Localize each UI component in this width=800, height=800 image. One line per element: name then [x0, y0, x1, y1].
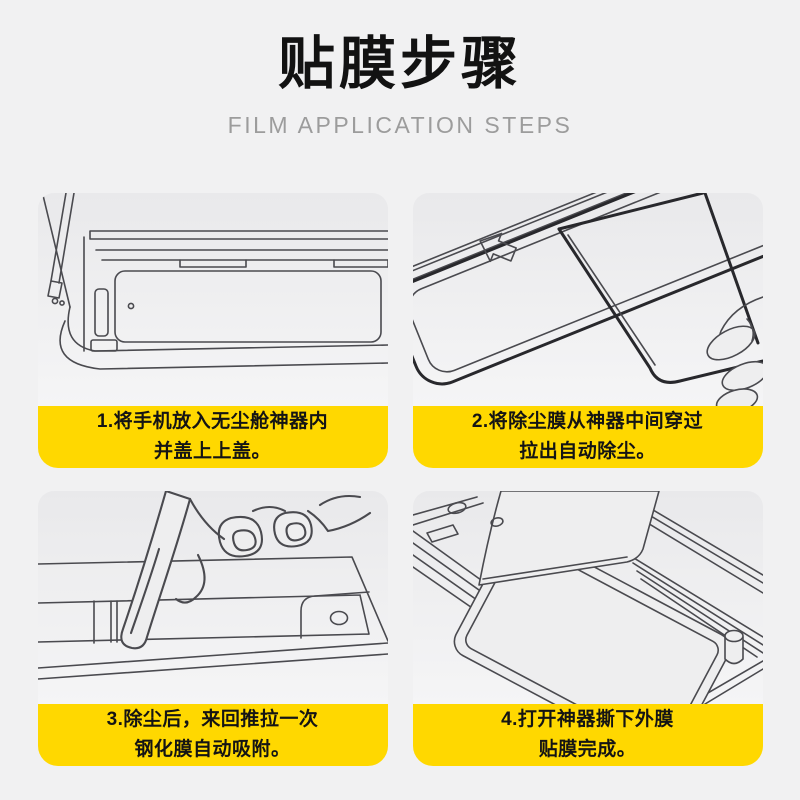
- lifted-film-sheet: [477, 491, 660, 587]
- direction-arrow-icon: [478, 233, 517, 263]
- caption-line-1: 3.除尘后，来回推拉一次: [106, 709, 319, 731]
- hand-fingers: [705, 296, 763, 407]
- slide-film-drawing: [37, 491, 388, 681]
- film-pull-drawing: [412, 193, 763, 407]
- caption-line-2: 钢化膜自动吸附。: [134, 739, 291, 761]
- page-title: 贴膜步骤: [278, 32, 522, 96]
- chamber-lid-and-slot: [412, 193, 763, 311]
- illustration-step-2: [412, 193, 763, 407]
- illustration-step-4: [412, 491, 763, 705]
- caption-line-2: 拉出自动除尘。: [519, 441, 656, 463]
- slider-slot: [37, 591, 370, 645]
- caption-line-1: 4.打开神器撕下外膜: [501, 709, 674, 731]
- peel-film-drawing: [412, 491, 763, 705]
- film-fold-lines: [627, 554, 763, 659]
- step-caption-3: 3.除尘后，来回推拉一次 钢化膜自动吸附。: [37, 704, 388, 767]
- caption-line-2: 贴膜完成。: [538, 739, 637, 761]
- phone-in-chamber-drawing: [41, 193, 388, 371]
- chamber-body: [412, 193, 763, 386]
- dust-film-strip: [557, 193, 763, 385]
- base-plate: [37, 556, 388, 681]
- step-card-4: 4.打开神器撕下外膜 贴膜完成。: [412, 491, 763, 767]
- step-caption-1: 1.将手机放入无尘舱神器内 并盖上上盖。: [37, 406, 388, 469]
- steps-grid: 1.将手机放入无尘舱神器内 并盖上上盖。: [37, 193, 763, 767]
- illustration-step-3: [37, 491, 388, 705]
- camera-dot: [127, 302, 134, 310]
- header: 贴膜步骤 FILM APPLICATION STEPS: [0, 0, 800, 139]
- caption-line-1: 1.将手机放入无尘舱神器内: [96, 411, 329, 433]
- step-caption-2: 2.将除尘膜从神器中间穿过 拉出自动除尘。: [412, 406, 763, 469]
- page-subtitle: FILM APPLICATION STEPS: [227, 112, 573, 139]
- pointing-hand: [119, 491, 371, 650]
- caption-line-2: 并盖上上盖。: [153, 441, 271, 463]
- step-card-1: 1.将手机放入无尘舱神器内 并盖上上盖。: [37, 193, 388, 469]
- step-caption-4: 4.打开神器撕下外膜 贴膜完成。: [412, 704, 763, 767]
- step-card-2: 2.将除尘膜从神器中间穿过 拉出自动除尘。: [412, 193, 763, 469]
- pull-tab-cylinder: [723, 630, 744, 665]
- step-card-3: 3.除尘后，来回推拉一次 钢化膜自动吸附。: [37, 491, 388, 767]
- chamber-tray: [41, 193, 388, 371]
- illustration-step-1: [37, 193, 388, 407]
- caption-line-1: 2.将除尘膜从神器中间穿过: [471, 411, 704, 433]
- phone-outline: [113, 270, 382, 344]
- corner-details: [412, 496, 504, 544]
- open-lid-arm: [46, 193, 75, 307]
